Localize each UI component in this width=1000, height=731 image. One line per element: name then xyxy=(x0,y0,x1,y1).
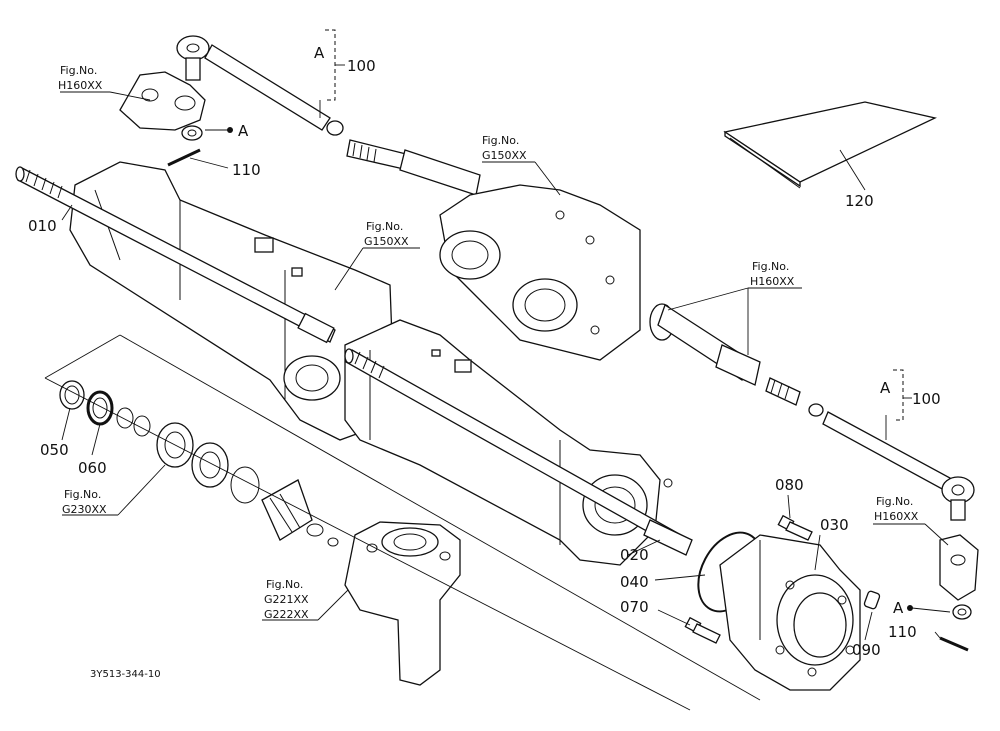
drawing-code: 3Y513-344-10 xyxy=(90,669,161,680)
label-040: 040 xyxy=(620,573,649,591)
label-100-right: 100 xyxy=(912,390,941,408)
bolt-070 xyxy=(684,616,721,644)
label-060: 060 xyxy=(78,459,107,477)
label-a-bracket-upper: A xyxy=(314,44,325,62)
label-100-upper: 100 xyxy=(347,57,376,75)
knuckle-arm-right xyxy=(939,534,979,652)
fig-prefix-h160-upper: Fig.No. xyxy=(60,64,97,77)
shaft-010 xyxy=(15,166,336,344)
differential-case xyxy=(439,184,641,361)
manual-book xyxy=(723,101,937,189)
bearing-stack xyxy=(59,380,339,547)
fig-g221: G221XX xyxy=(264,593,309,606)
cotter-pin-left xyxy=(167,148,201,167)
fig-h160-right: H160XX xyxy=(750,275,795,288)
pin-090 xyxy=(863,590,881,610)
fig-h160-upper: H160XX xyxy=(58,79,103,92)
bolt-080 xyxy=(777,514,813,541)
axle-housing-left xyxy=(69,161,396,441)
label-110-lower: 110 xyxy=(888,623,917,641)
flange-housing-030 xyxy=(719,534,861,691)
fig-prefix-g230: Fig.No. xyxy=(64,488,101,501)
fig-prefix-g150-top: Fig.No. xyxy=(482,134,519,147)
label-030: 030 xyxy=(820,516,849,534)
label-090: 090 xyxy=(852,641,881,659)
fig-prefix-h160-lower: Fig.No. xyxy=(876,495,913,508)
label-110-upper: 110 xyxy=(232,161,261,179)
label-050: 050 xyxy=(40,441,69,459)
fig-prefix-g221: Fig.No. xyxy=(266,578,303,591)
label-010: 010 xyxy=(28,217,57,235)
shaft-020 xyxy=(344,348,693,556)
label-a-upper: A xyxy=(238,122,249,140)
fig-h160-lower: H160XX xyxy=(874,510,919,523)
knuckle-arm-left xyxy=(119,71,206,141)
fig-prefix-g150-mid: Fig.No. xyxy=(366,220,403,233)
fig-g150-top: G150XX xyxy=(482,149,527,162)
label-070: 070 xyxy=(620,598,649,616)
label-120: 120 xyxy=(845,192,874,210)
fig-prefix-h160-right: Fig.No. xyxy=(752,260,789,273)
steering-knuckle xyxy=(344,521,461,686)
labels: 010 020 030 040 050 060 070 080 090 100 … xyxy=(28,44,941,680)
fig-g222: G222XX xyxy=(264,608,309,621)
fig-g230: G230XX xyxy=(62,503,107,516)
leader-lines xyxy=(44,29,951,711)
tie-rod-upper xyxy=(176,35,481,196)
fig-g150-mid: G150XX xyxy=(364,235,409,248)
label-a-lower: A xyxy=(893,599,904,617)
label-a-bracket-right: A xyxy=(880,379,891,397)
tie-rod-right xyxy=(649,303,975,521)
label-020: 020 xyxy=(620,546,649,564)
label-080: 080 xyxy=(775,476,804,494)
